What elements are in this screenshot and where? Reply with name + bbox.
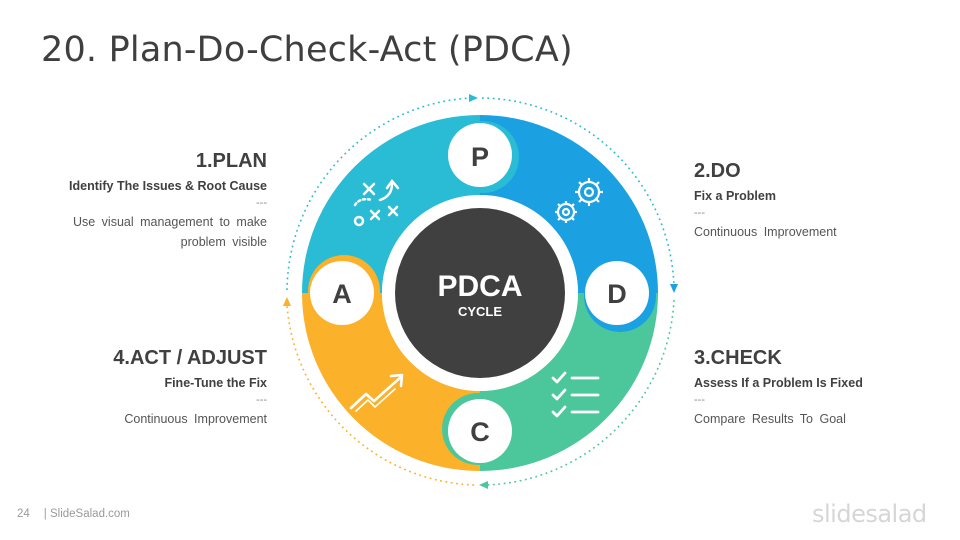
checklist-icon	[551, 371, 600, 418]
center-subtitle: CYCLE	[458, 304, 502, 319]
step-do-subheading: Fix a Problem	[694, 189, 776, 203]
brand-logo: slidesalad	[812, 500, 927, 528]
segment-act	[302, 293, 480, 471]
cycle-dotted-arrows	[283, 94, 678, 489]
badge-act: A	[308, 255, 380, 327]
slide-footer: 24 | SlideSalad.com	[17, 508, 130, 520]
step-check: 3.CHECK Assess If a Problem Is Fixed ---…	[694, 347, 934, 429]
step-check-description: Compare Results To Goal	[694, 412, 846, 426]
arrow-head-plan	[469, 94, 478, 102]
strategy-play-icon	[353, 178, 400, 227]
step-check-subheading: Assess If a Problem Is Fixed	[694, 376, 863, 390]
footer-link[interactable]: | SlideSalad.com	[43, 508, 130, 520]
step-act-separator: ---	[256, 394, 267, 406]
step-act-heading: 4.ACT / ADJUST	[113, 347, 267, 369]
step-plan-description-1: Use visual management to make	[72, 215, 267, 229]
badge-plan: P	[447, 121, 519, 193]
badge-letter-check: C	[470, 417, 490, 447]
page-number: 24	[17, 508, 30, 520]
growth-arrow-icon	[349, 373, 404, 412]
step-plan-separator: ---	[256, 197, 267, 209]
step-check-heading: 3.CHECK	[694, 347, 782, 369]
step-act: 4.ACT / ADJUST Fine-Tune the Fix --- Con…	[27, 347, 267, 429]
segment-plan	[302, 115, 480, 293]
ring-segments	[302, 115, 658, 471]
dotted-arc-do-check	[485, 299, 675, 486]
step-plan-description-2: problem visible	[180, 235, 267, 249]
badge-letter-act: A	[332, 279, 352, 309]
center-title: PDCA	[437, 270, 522, 303]
step-plan-subheading: Identify The Issues & Root Cause	[69, 179, 267, 193]
center-circle	[395, 208, 565, 378]
badge-check: C	[442, 393, 514, 465]
gears-icon	[555, 178, 603, 223]
dotted-arc-plan-do	[481, 97, 675, 287]
step-check-separator: ---	[694, 394, 705, 406]
step-act-subheading: Fine-Tune the Fix	[164, 376, 267, 390]
dotted-arc-check-act	[286, 304, 475, 486]
step-act-description: Continuous Improvement	[124, 412, 267, 426]
badge-letter-do: D	[607, 279, 627, 309]
step-do-description: Continuous Improvement	[694, 225, 837, 239]
step-plan-heading: 1.PLAN	[195, 150, 267, 172]
arrow-head-do	[670, 284, 678, 293]
step-do: 2.DO Fix a Problem --- Continuous Improv…	[694, 160, 934, 242]
badge-do: D	[584, 260, 656, 332]
segment-check	[480, 293, 658, 471]
step-do-separator: ---	[694, 207, 705, 219]
badge-letter-plan: P	[471, 142, 489, 172]
arrow-head-check	[479, 481, 488, 489]
slide-title: 20. Plan-Do-Check-Act (PDCA)	[41, 30, 573, 70]
arrow-head-act	[283, 297, 291, 306]
step-plan: 1.PLAN Identify The Issues & Root Cause …	[27, 150, 267, 252]
step-do-heading: 2.DO	[694, 160, 741, 182]
